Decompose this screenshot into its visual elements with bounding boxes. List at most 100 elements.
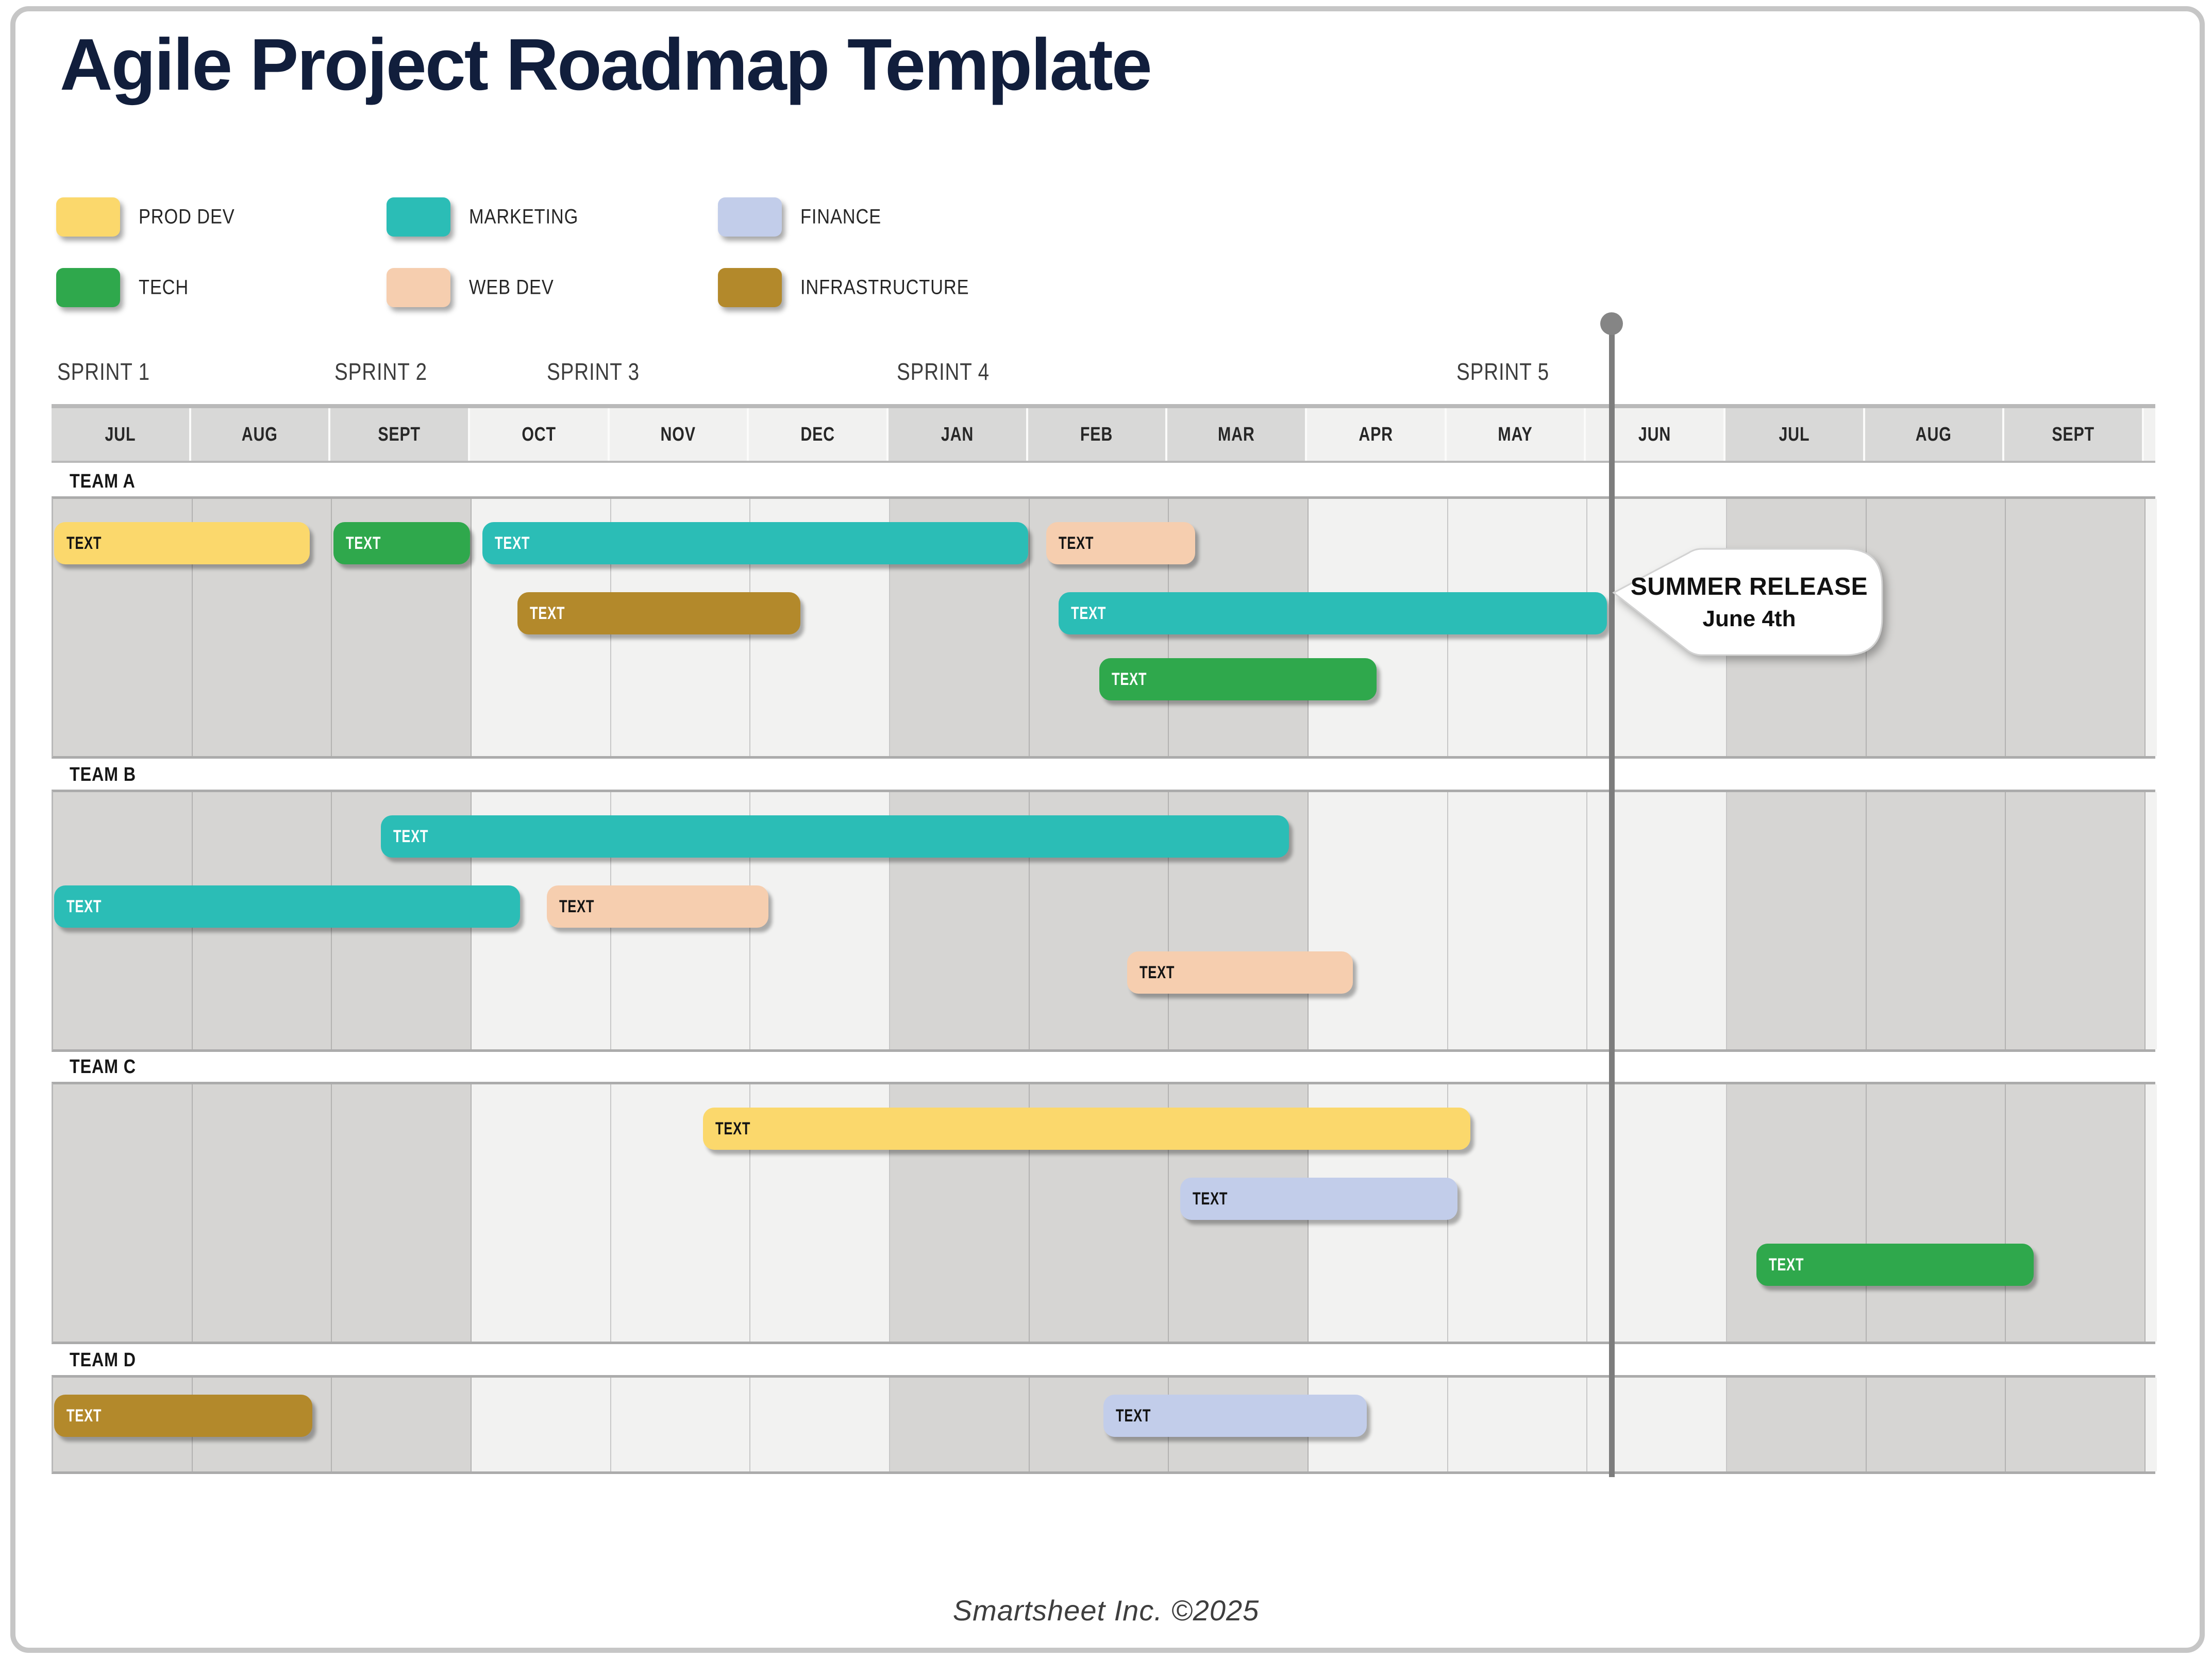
task-bar-label: TEXT bbox=[1058, 533, 1094, 553]
month-cell-sept: SEPT bbox=[2004, 408, 2144, 461]
task-bar-label: TEXT bbox=[495, 533, 530, 553]
month-cell-oct: OCT bbox=[470, 408, 610, 461]
band-column-sliver bbox=[2145, 1378, 2157, 1471]
band-column bbox=[332, 1378, 472, 1471]
band-column bbox=[2006, 499, 2146, 756]
sprint-label-4: SPRINT 4 bbox=[897, 358, 990, 385]
task-bar-marketing[interactable]: TEXT bbox=[380, 815, 1289, 858]
sprint-label-2: SPRINT 2 bbox=[334, 358, 428, 385]
task-bar-prod-dev[interactable]: TEXT bbox=[54, 522, 310, 564]
band-column-sliver bbox=[2145, 499, 2157, 756]
sprint-label-3: SPRINT 3 bbox=[546, 358, 640, 385]
month-label: JUN bbox=[1638, 423, 1671, 445]
task-bar-finance[interactable]: TEXT bbox=[1103, 1395, 1367, 1437]
release-callout: SUMMER RELEASE June 4th bbox=[1612, 545, 1885, 662]
month-label: JUL bbox=[1779, 423, 1810, 445]
legend-label: INFRASTRUCTURE bbox=[800, 276, 969, 299]
task-bar-web-dev[interactable]: TEXT bbox=[546, 885, 769, 928]
band-column bbox=[611, 1378, 751, 1471]
band-column bbox=[1866, 792, 2006, 1049]
task-bar-finance[interactable]: TEXT bbox=[1180, 1178, 1458, 1220]
band-column bbox=[1448, 792, 1588, 1049]
month-label: NOV bbox=[660, 423, 696, 445]
band-column-sliver bbox=[2145, 792, 2157, 1049]
legend-swatch-icon bbox=[56, 197, 120, 237]
task-bar-label: TEXT bbox=[559, 896, 595, 916]
legend-swatch-icon bbox=[718, 268, 782, 307]
task-bar-infrastructure[interactable]: TEXT bbox=[54, 1395, 313, 1437]
month-cell-jul: JUL bbox=[1725, 408, 1865, 461]
task-bar-web-dev[interactable]: TEXT bbox=[1046, 522, 1196, 564]
band-column bbox=[1727, 1378, 1867, 1471]
task-bar-marketing[interactable]: TEXT bbox=[482, 522, 1028, 564]
band-column bbox=[2006, 1084, 2146, 1342]
task-bar-label: TEXT bbox=[66, 896, 102, 916]
band-column bbox=[2006, 1378, 2146, 1471]
month-label: SEPT bbox=[2052, 423, 2094, 445]
month-label: AUG bbox=[241, 423, 278, 445]
band-column bbox=[53, 1084, 193, 1342]
team-label-team-c: TEAM C bbox=[70, 1056, 136, 1078]
month-label: OCT bbox=[522, 423, 556, 445]
month-cell-jan: JAN bbox=[888, 408, 1028, 461]
card-border bbox=[10, 6, 2205, 1653]
task-bar-tech[interactable]: TEXT bbox=[1099, 658, 1377, 700]
month-cell-sliver bbox=[2143, 408, 2155, 461]
task-bar-label: TEXT bbox=[66, 533, 102, 553]
band-column bbox=[471, 1084, 611, 1342]
task-bar-label: TEXT bbox=[1192, 1188, 1228, 1209]
legend-swatch-icon bbox=[387, 268, 450, 307]
task-bar-label: TEXT bbox=[393, 826, 428, 846]
month-label: SEPT bbox=[378, 423, 421, 445]
task-bar-label: TEXT bbox=[530, 603, 565, 623]
callout-date: June 4th bbox=[1702, 606, 1796, 631]
task-bar-web-dev[interactable]: TEXT bbox=[1127, 951, 1353, 994]
month-label: DEC bbox=[800, 423, 835, 445]
task-bar-tech[interactable]: TEXT bbox=[1756, 1244, 2034, 1286]
band-column bbox=[332, 1084, 472, 1342]
band-column bbox=[1866, 499, 2006, 756]
month-cell-jun: JUN bbox=[1586, 408, 1725, 461]
month-cell-feb: FEB bbox=[1028, 408, 1168, 461]
band-column bbox=[471, 1378, 611, 1471]
task-bar-label: TEXT bbox=[1111, 669, 1147, 689]
legend-label: WEB DEV bbox=[469, 276, 554, 299]
month-cell-aug: AUG bbox=[191, 408, 331, 461]
band-column-sliver bbox=[2145, 1084, 2157, 1342]
band-column bbox=[1866, 1084, 2006, 1342]
band-column bbox=[1866, 1378, 2006, 1471]
month-cell-aug: AUG bbox=[1865, 408, 2005, 461]
page-title: Agile Project Roadmap Template bbox=[60, 24, 1152, 106]
band-column bbox=[1448, 1084, 1588, 1342]
team-label-team-a: TEAM A bbox=[70, 471, 136, 492]
task-bar-marketing[interactable]: TEXT bbox=[54, 885, 521, 928]
band-column bbox=[1308, 792, 1448, 1049]
task-bar-infrastructure[interactable]: TEXT bbox=[517, 592, 801, 634]
task-bar-label: TEXT bbox=[66, 1405, 102, 1426]
sprint-label-5: SPRINT 5 bbox=[1456, 358, 1549, 385]
band-column bbox=[192, 1084, 332, 1342]
legend-swatch-icon bbox=[56, 268, 120, 307]
band-column bbox=[1587, 792, 1727, 1049]
band-column bbox=[1727, 1084, 1867, 1342]
band-column bbox=[750, 1378, 890, 1471]
month-label: MAY bbox=[1498, 423, 1533, 445]
task-bar-marketing[interactable]: TEXT bbox=[1059, 592, 1607, 634]
callout-text: SUMMER RELEASE June 4th bbox=[1631, 552, 1868, 652]
legend-label: MARKETING bbox=[469, 205, 579, 228]
month-label: APR bbox=[1358, 423, 1393, 445]
month-cell-jul: JUL bbox=[52, 408, 191, 461]
month-cell-nov: NOV bbox=[609, 408, 749, 461]
task-bar-tech[interactable]: TEXT bbox=[333, 522, 470, 564]
band-column bbox=[1448, 1378, 1588, 1471]
callout-shape bbox=[1612, 548, 1883, 656]
timeline-marker-line bbox=[1608, 319, 1615, 1477]
band-column bbox=[1587, 1084, 1727, 1342]
task-bar-prod-dev[interactable]: TEXT bbox=[703, 1108, 1470, 1150]
month-cell-apr: APR bbox=[1306, 408, 1447, 461]
timeline-marker-dot bbox=[1600, 312, 1623, 335]
legend-swatch-icon bbox=[387, 197, 450, 237]
month-cell-sept: SEPT bbox=[330, 408, 470, 461]
legend-swatch-icon bbox=[718, 197, 782, 237]
